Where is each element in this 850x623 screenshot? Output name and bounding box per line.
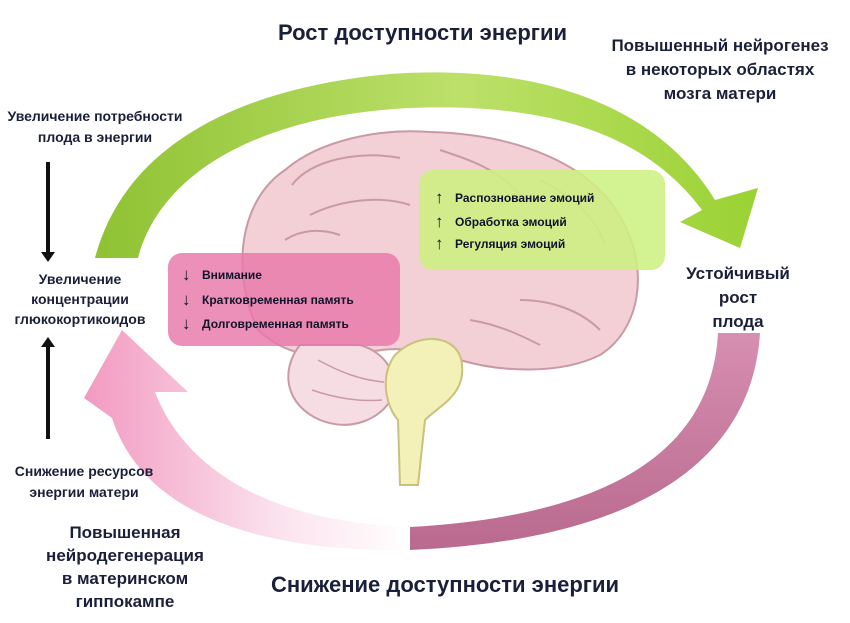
- emotion-item-recognition: ↑ Распознование эмоций: [435, 188, 594, 208]
- memory-item-label: Кратковременная память: [202, 293, 354, 307]
- down-arrow-icon: ↓: [182, 290, 191, 309]
- up-arrow-shaft: [46, 343, 50, 439]
- title-energy-increase: Рост доступности энергии: [278, 20, 567, 45]
- emotion-item-processing: ↑ Обработка эмоций: [435, 212, 567, 232]
- memory-functions-box: ↓ Внимание ↓ Кратковременная память ↓ До…: [168, 253, 400, 346]
- label-fetal-energy-demand: Увеличение потребности плода в энергии: [7, 108, 183, 145]
- pink-cycle-arrow-icon: [84, 330, 410, 551]
- memory-item-label: Долговременная память: [202, 317, 349, 331]
- emotion-item-label: Обработка эмоций: [455, 215, 567, 229]
- label-neurogenesis: Повышенный нейрогенез в некоторых област…: [611, 36, 829, 103]
- memory-item-attention: ↓ Внимание: [182, 265, 262, 285]
- title-energy-decrease: Снижение доступности энергии: [270, 572, 619, 597]
- mauve-cycle-arc: [410, 333, 760, 550]
- emotion-item-label: Распознование эмоций: [455, 191, 595, 205]
- label-maternal-energy: Снижение ресурсов энергии матери: [14, 463, 154, 500]
- emotion-item-regulation: ↑ Регуляция эмоций: [435, 234, 565, 254]
- label-glucocorticoids: Увеличение концентрации глюкокортикоидов: [14, 271, 146, 327]
- emotion-functions-box: ↑ Распознование эмоций ↑ Обработка эмоци…: [419, 170, 665, 270]
- memory-item-label: Внимание: [202, 268, 262, 282]
- emotion-item-label: Регуляция эмоций: [455, 237, 566, 251]
- down-arrow-icon: ↓: [182, 265, 191, 284]
- up-arrow-icon: ↑: [435, 234, 444, 253]
- label-neurodegeneration: Повышенная нейродегенерация в материнско…: [46, 523, 204, 611]
- green-cycle-arrow-icon: [95, 72, 758, 258]
- up-arrow-icon: ↑: [435, 188, 444, 207]
- memory-item-long-term: ↓ Долговременная память: [182, 314, 349, 334]
- label-fetal-growth: Устойчивый рост плода: [686, 264, 790, 331]
- up-arrow-icon: ↑: [435, 212, 444, 231]
- down-arrow-shaft: [46, 162, 50, 258]
- memory-item-short-term: ↓ Кратковременная память: [182, 290, 354, 310]
- down-arrow-icon: ↓: [182, 314, 191, 333]
